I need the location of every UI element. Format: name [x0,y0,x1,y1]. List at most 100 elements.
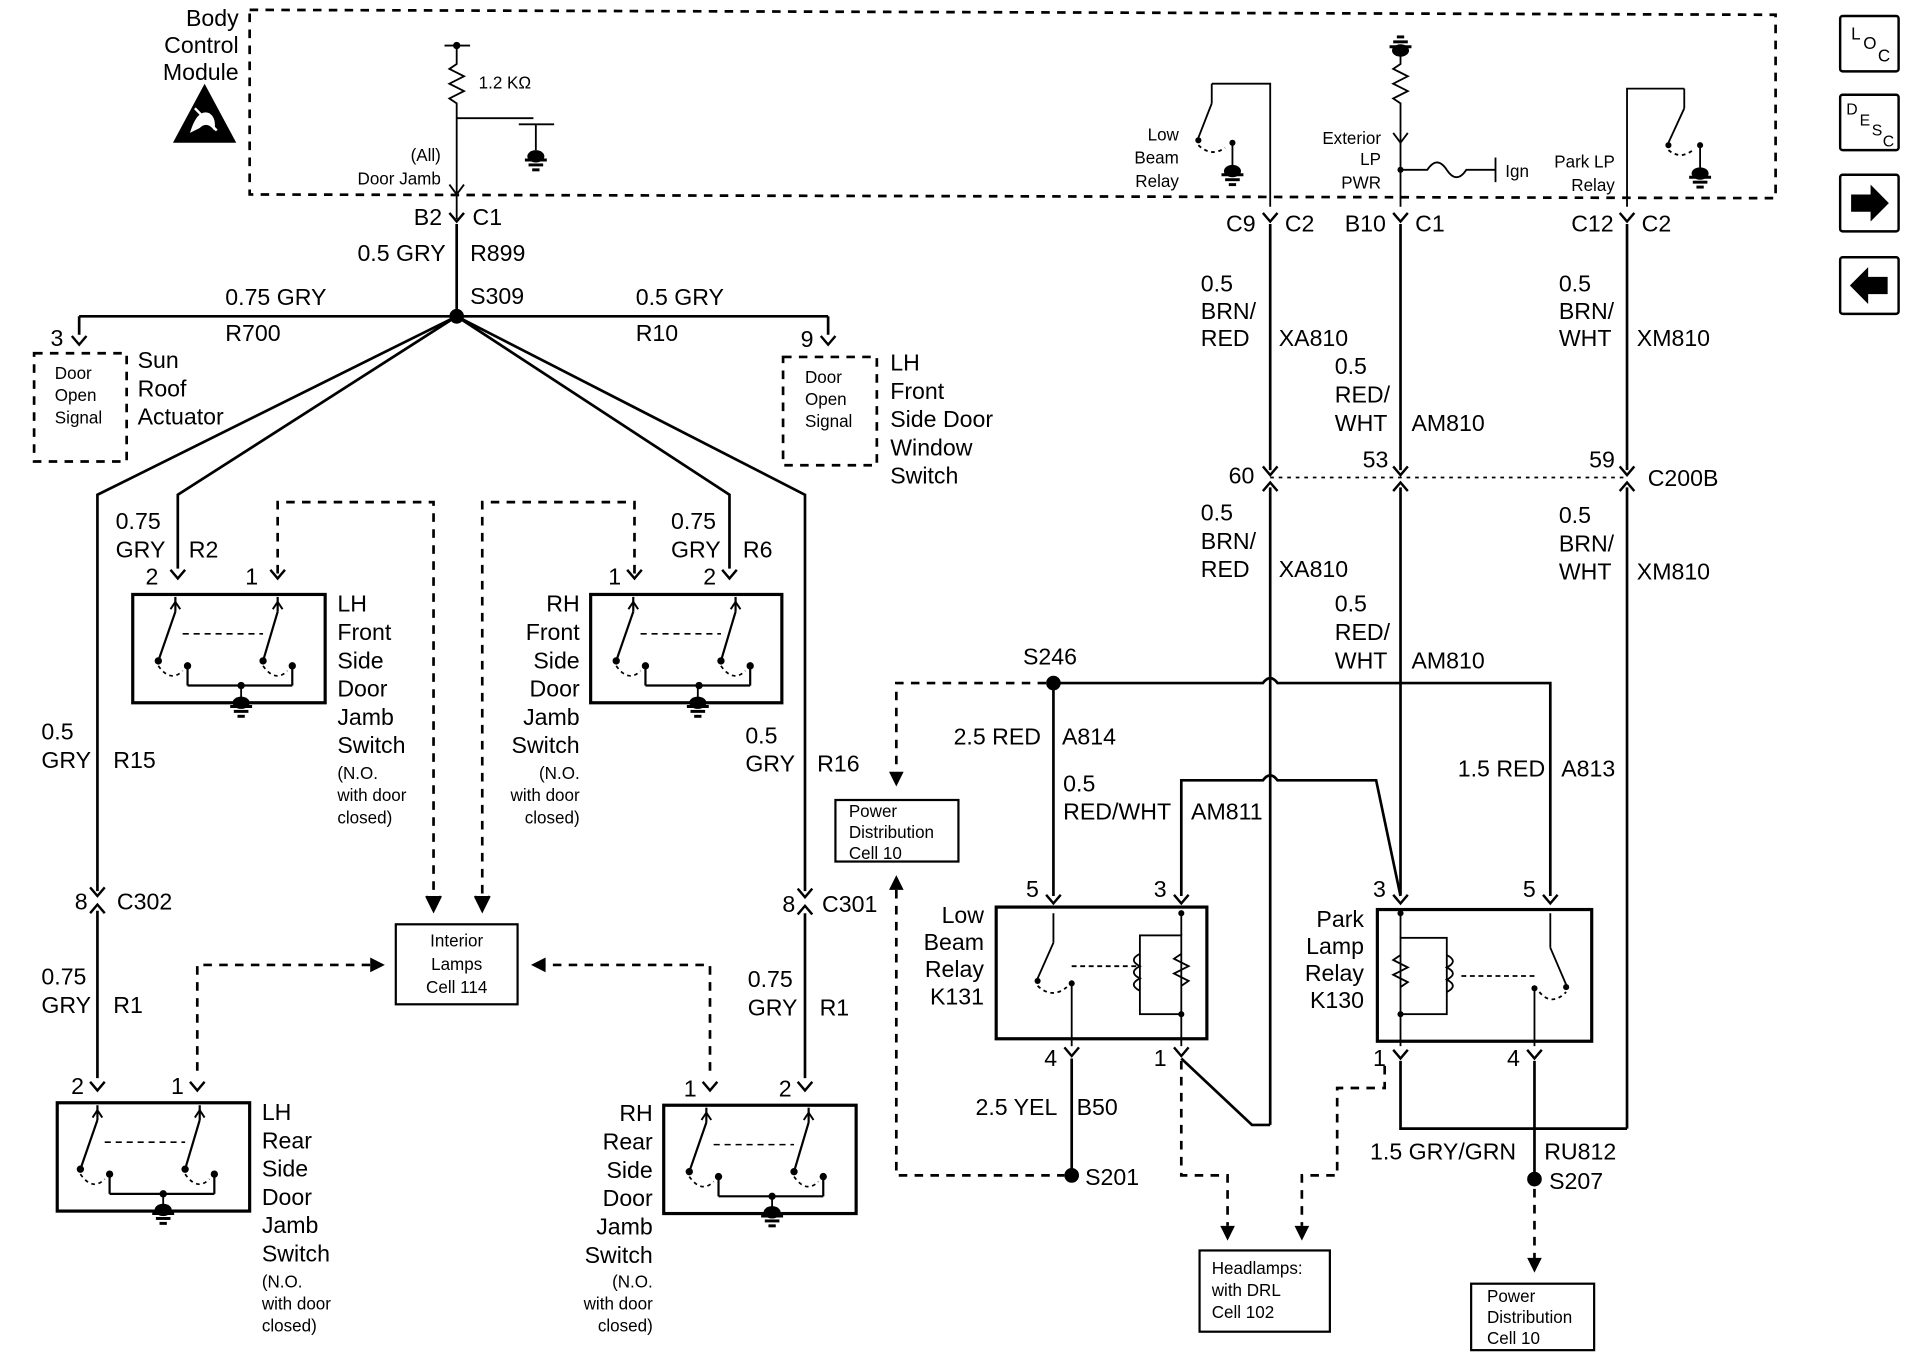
svg-text:Side: Side [533,647,579,673]
svg-text:(N.O.: (N.O. [612,1271,653,1291]
svg-text:PWR: PWR [1341,172,1381,192]
svg-text:R2: R2 [189,536,219,562]
svg-text:(N.O.: (N.O. [262,1271,303,1291]
svg-text:0.5: 0.5 [1559,502,1591,528]
svg-text:Relay: Relay [1135,171,1179,191]
svg-text:1.5 GRY/GRN: 1.5 GRY/GRN [1370,1138,1516,1164]
svg-text:closed): closed) [337,807,392,827]
svg-text:Body: Body [186,5,239,31]
svg-text:AM810: AM810 [1411,647,1484,673]
svg-text:Side: Side [262,1156,308,1182]
svg-text:WHT: WHT [1335,410,1388,436]
svg-text:0.5 GRY: 0.5 GRY [357,240,445,266]
svg-text:Cell 10: Cell 10 [1487,1328,1540,1348]
svg-text:Door: Door [603,1185,653,1211]
svg-text:4: 4 [1044,1045,1057,1071]
svg-text:0.5: 0.5 [1201,500,1233,526]
svg-text:Power: Power [1487,1286,1536,1306]
svg-text:closed): closed) [525,807,580,827]
nav-prev-button[interactable] [1838,256,1900,316]
svg-text:Headlamps:: Headlamps: [1212,1258,1303,1278]
svg-text:5: 5 [1026,876,1039,902]
svg-text:Roof: Roof [138,375,187,401]
svg-text:A814: A814 [1062,724,1116,750]
svg-text:with door: with door [583,1293,653,1313]
svg-text:0.75: 0.75 [41,964,86,990]
relay-circuit: 0.5 BRN/ RED XA810 0.5 RED/ WHT AM810 0.… [834,224,1718,1352]
svg-text:C9: C9 [1226,210,1256,236]
nav-next-button[interactable] [1838,173,1900,233]
svg-text:Signal: Signal [55,407,102,427]
park-lamp-relay-k130: 3 5 Park Lamp Relay K130 [1305,876,1594,1047]
svg-text:S207: S207 [1549,1168,1603,1194]
rh-rear-jamb-switch: 1 2 RH Rear Side Door Jamb Switch (N.O. … [583,1076,858,1336]
svg-text:R899: R899 [470,240,525,266]
svg-text:Lamps: Lamps [431,954,482,974]
svg-text:Module: Module [163,59,239,85]
svg-text:0.5 GRY: 0.5 GRY [636,284,724,310]
svg-text:Jamb: Jamb [337,704,394,730]
svg-text:0.5: 0.5 [1335,353,1367,379]
svg-text:C12: C12 [1571,210,1613,236]
svg-text:Signal: Signal [805,411,852,431]
svg-text:2.5 YEL: 2.5 YEL [975,1094,1057,1120]
bcm-connectors: B2 C1 C9 C2 B10 C1 C12 C2 [414,204,1671,236]
svg-text:0.75: 0.75 [116,508,161,534]
nav-loc-button[interactable]: L O C [1838,14,1900,73]
svg-text:RH: RH [546,591,579,617]
svg-text:0.75 GRY: 0.75 GRY [225,284,326,310]
svg-text:A813: A813 [1561,756,1615,782]
svg-text:Open: Open [805,389,847,409]
svg-text:AM810: AM810 [1411,410,1484,436]
nav-desc-button[interactable]: D E S C [1838,93,1900,152]
svg-text:R16: R16 [817,751,859,777]
svg-text:closed): closed) [262,1316,317,1336]
svg-text:3: 3 [1154,876,1167,902]
svg-text:BRN/: BRN/ [1559,298,1615,324]
svg-text:0.75: 0.75 [671,508,716,534]
svg-text:Distribution: Distribution [1487,1307,1572,1327]
svg-text:Door: Door [262,1184,312,1210]
svg-text:GRY: GRY [748,994,798,1020]
svg-text:9: 9 [801,326,814,352]
svg-text:L: L [1851,23,1860,43]
svg-text:2: 2 [703,564,716,590]
svg-text:Relay: Relay [925,956,985,982]
svg-text:8: 8 [75,888,88,914]
svg-text:8: 8 [782,891,795,917]
body-control-module: Body Control Module 1.2 KΩ (All) Door Ja… [163,5,1777,220]
svg-text:Door: Door [55,363,92,383]
svg-text:with DRL: with DRL [1211,1280,1281,1300]
svg-text:Exterior: Exterior [1322,128,1381,148]
svg-text:C301: C301 [822,891,877,917]
svg-text:Ign: Ign [1505,161,1529,181]
svg-text:WHT: WHT [1559,325,1612,351]
svg-text:B10: B10 [1345,210,1386,236]
svg-text:GRY: GRY [41,992,91,1018]
svg-text:C: C [1878,45,1890,65]
svg-text:AM811: AM811 [1191,799,1263,825]
svg-text:Open: Open [55,385,97,405]
svg-text:E: E [1860,112,1871,129]
svg-text:S: S [1872,122,1883,139]
svg-text:with door: with door [510,785,580,805]
svg-text:Low: Low [942,902,985,928]
svg-text:BRN/: BRN/ [1201,528,1257,554]
svg-text:2: 2 [145,564,158,590]
svg-text:RED/: RED/ [1335,619,1391,645]
svg-text:XA810: XA810 [1279,556,1349,582]
svg-text:GRY: GRY [41,747,91,773]
svg-text:1: 1 [608,564,621,590]
svg-text:K130: K130 [1310,987,1364,1013]
svg-text:S309: S309 [470,283,524,309]
svg-text:WHT: WHT [1335,647,1388,673]
lh-rear-jamb-switch: 2 1 LH Rear Side Door Jamb Switch (N.O. … [55,1073,331,1336]
svg-text:Front: Front [526,619,581,645]
svg-text:0.5: 0.5 [1201,271,1233,297]
interior-lamps-ref: Interior Lamps Cell 114 [394,923,519,1006]
svg-text:RED/: RED/ [1335,381,1391,407]
svg-text:R1: R1 [113,992,143,1018]
svg-text:R10: R10 [636,320,678,346]
svg-text:C1: C1 [1415,210,1445,236]
svg-text:Jamb: Jamb [262,1212,319,1238]
